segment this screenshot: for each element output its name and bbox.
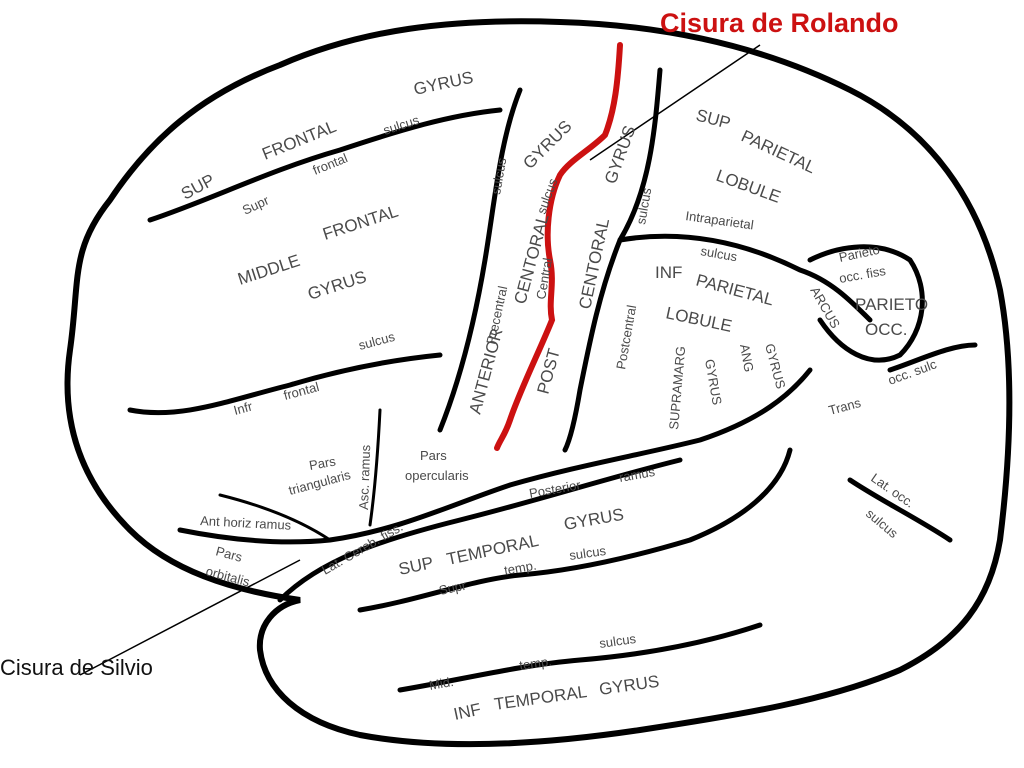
anterior-horizontal-ramus xyxy=(218,493,332,542)
postcentral-sulcus xyxy=(562,67,663,453)
label-ang-1: ANG xyxy=(737,343,757,373)
silvio-pointer xyxy=(79,559,301,676)
middle-temporal-sulcus xyxy=(397,622,763,693)
label-pars-orbitalis-1: Pars xyxy=(214,543,244,565)
label-mid-temp-1: Mid. xyxy=(428,674,455,693)
temporal-lobe-boundary xyxy=(277,457,683,603)
label-supr-temp-1: Supr xyxy=(438,577,469,598)
parieto-occipital-fissure xyxy=(807,244,925,363)
label-supr-temp-3: sulcus xyxy=(568,543,607,563)
superior-temporal-sulcus xyxy=(357,447,793,613)
transverse-occipital-sulcus xyxy=(887,342,978,373)
lateral-occipital-sulcus xyxy=(847,477,953,543)
label-central-sulcus-1: Central xyxy=(533,257,555,301)
brain-outline xyxy=(64,18,1013,748)
label-postcentral-2: sulcus xyxy=(633,186,654,225)
label-parieto-occ-2: OCC. xyxy=(865,320,908,339)
label-precentral-sulcus-1: sulcus xyxy=(488,156,509,195)
label-posterior-ramus-2: ramus xyxy=(618,464,657,485)
label-pars-opercularis-1: Pars xyxy=(420,448,447,463)
central-sulcus xyxy=(494,42,623,451)
callout-silvio: Cisura de Silvio xyxy=(0,655,153,680)
label-parieto-occ-1: PARIETO xyxy=(855,295,928,314)
label-inf-parietal-1: INF xyxy=(655,263,682,282)
label-supramarg-1: SUPRAMARG xyxy=(666,345,688,430)
precentral-sulcus xyxy=(437,87,523,433)
lateral-fissure xyxy=(177,367,813,545)
callout-rolando: Cisura de Rolando xyxy=(660,8,899,38)
label-mid-temp-2: temp. xyxy=(518,654,552,673)
ascending-ramus xyxy=(368,408,382,527)
intraparietal-sulcus xyxy=(617,233,873,323)
label-intraparietal-2: sulcus xyxy=(699,243,738,264)
label-infr: Infr xyxy=(232,398,255,418)
superior-frontal-sulcus xyxy=(147,107,503,223)
label-pars-triangularis-1: Pars xyxy=(308,453,337,473)
label-mid-temp-3: sulcus xyxy=(598,631,637,651)
label-ascending-ramus: Asc. ramus xyxy=(356,444,373,510)
inferior-frontal-sulcus xyxy=(127,352,443,416)
label-ant-horiz-ramus: Ant horiz ramus xyxy=(200,513,292,533)
label-supr-temp-2: temp. xyxy=(503,558,538,578)
rolando-pointer xyxy=(589,44,761,161)
label-pars-opercularis-2: opercularis xyxy=(405,468,469,483)
